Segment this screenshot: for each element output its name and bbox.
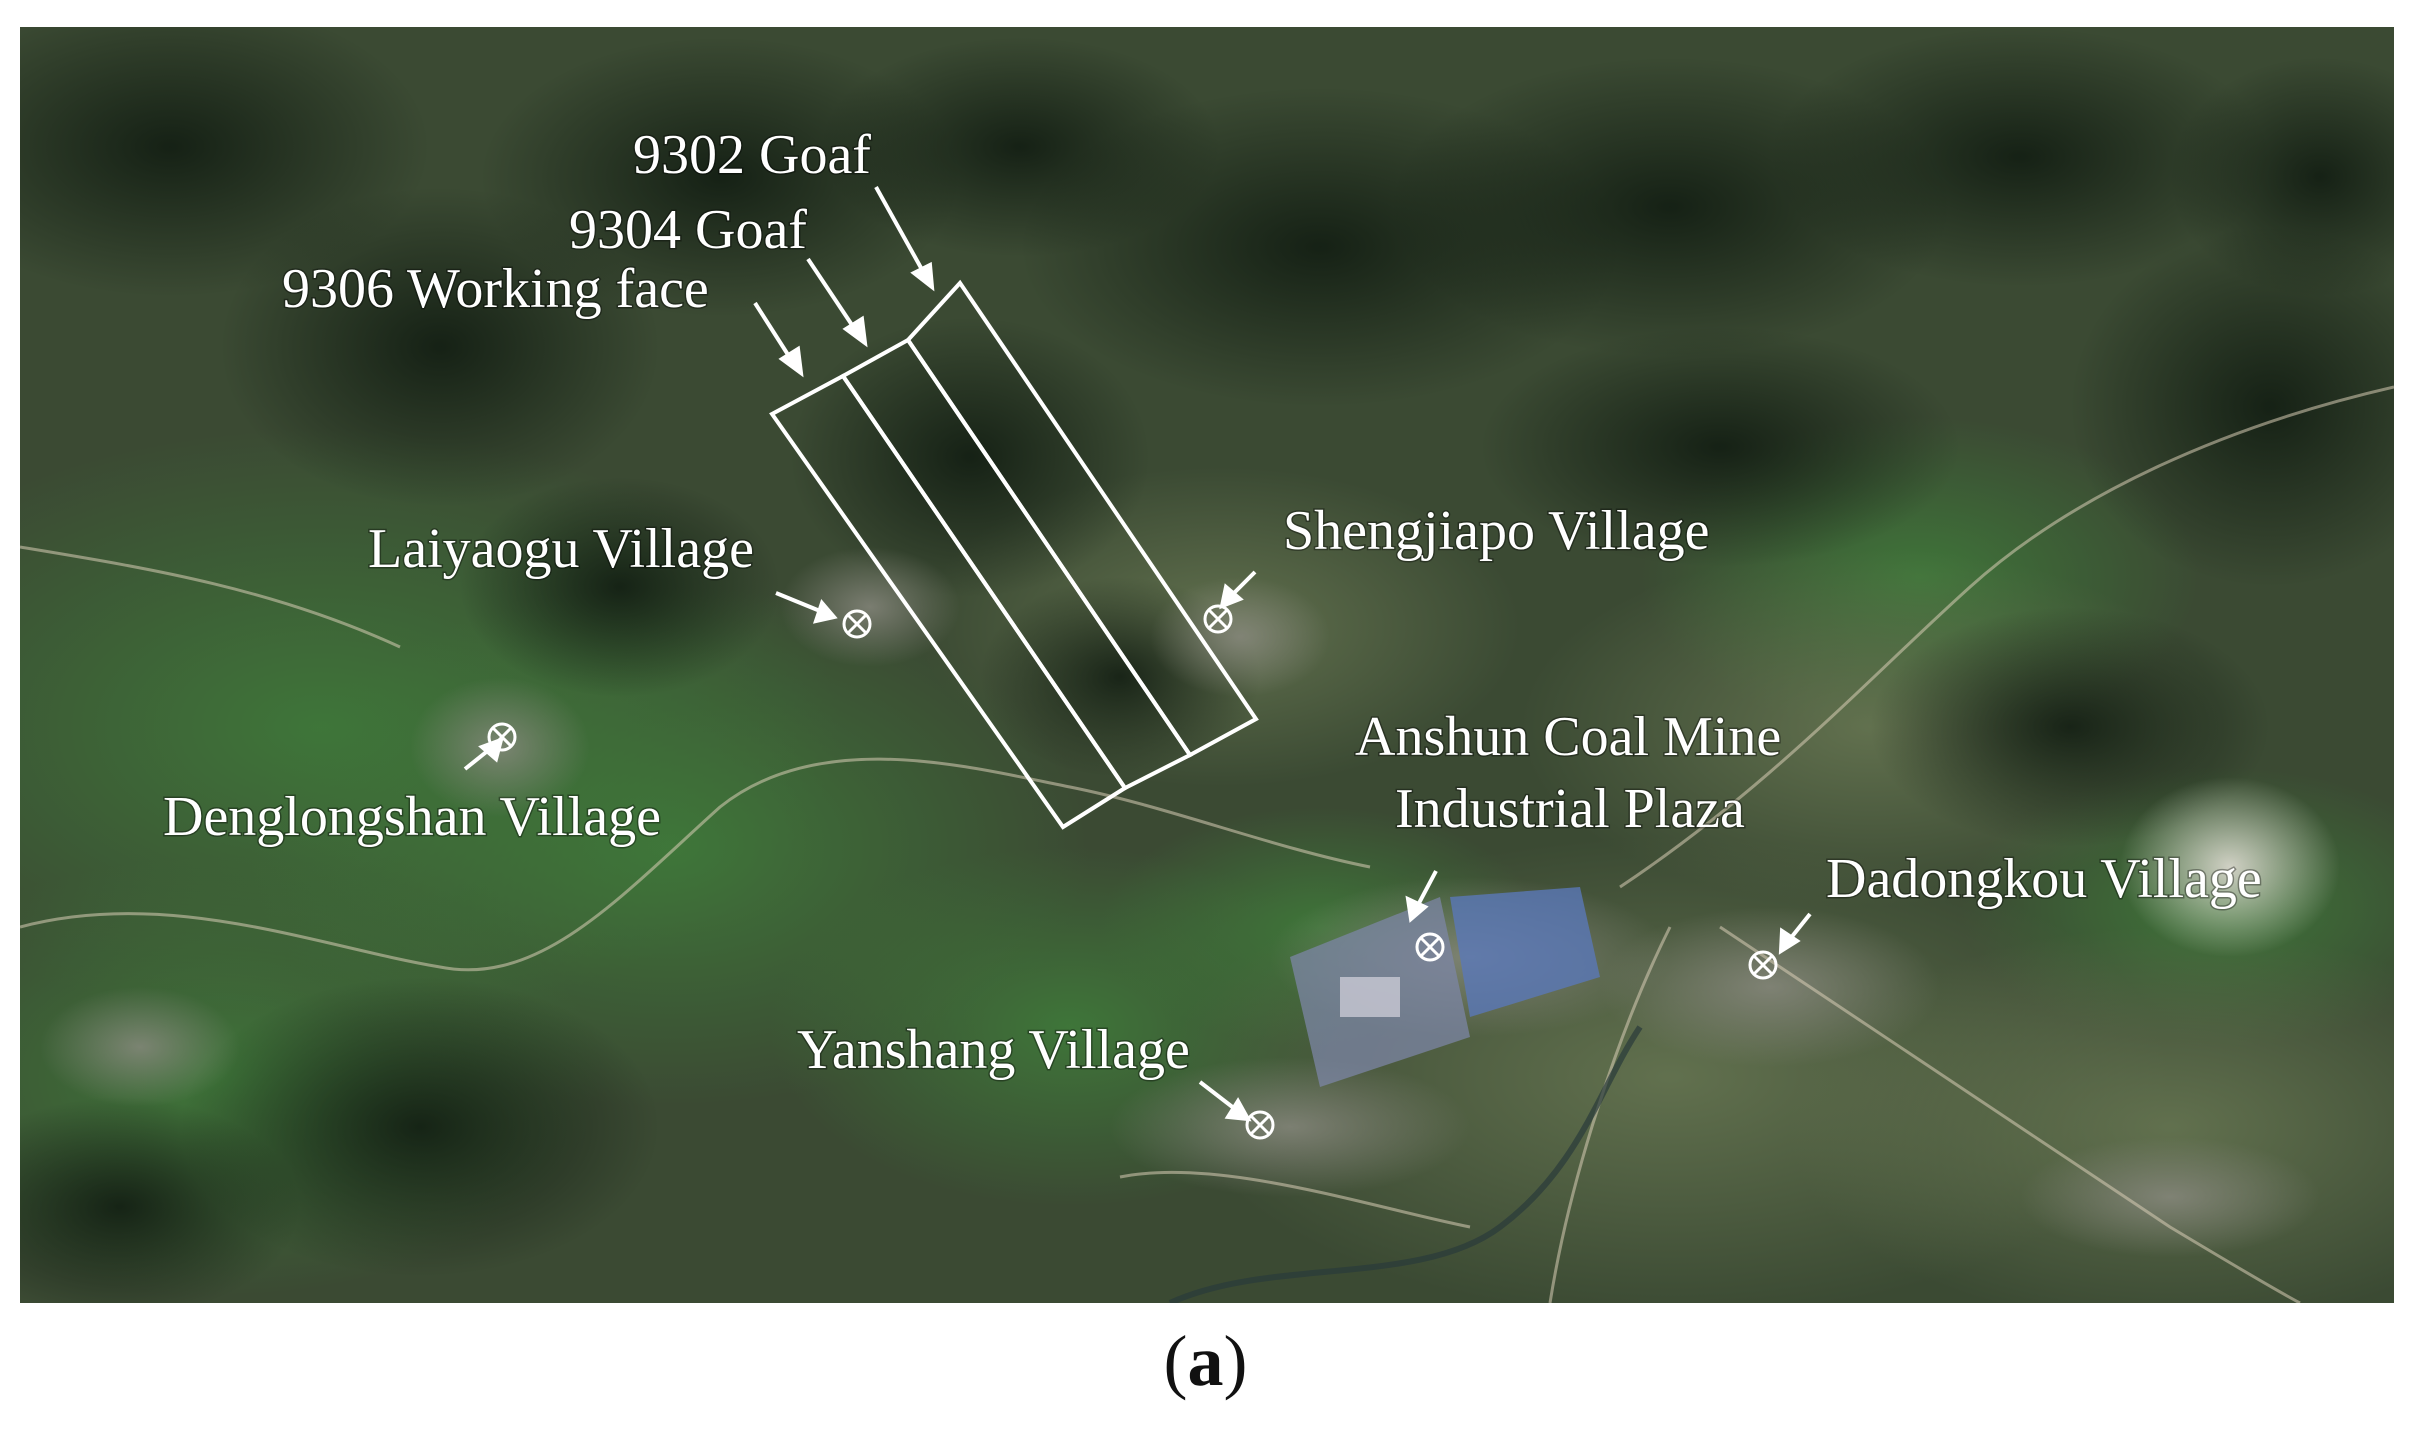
- label-9306-working-face: 9306 Working face: [282, 258, 709, 320]
- label-laiyaogu-village: Laiyaogu Village: [368, 518, 754, 580]
- marker-anshun: [1415, 932, 1445, 962]
- panel-outlines: [769, 279, 1259, 830]
- label-denglongshan-village: Denglongshan Village: [163, 786, 661, 848]
- river: [1168, 1025, 1643, 1303]
- label-9304-goaf: 9304 Goaf: [569, 199, 807, 261]
- label-anshun-line2: Industrial Plaza: [1395, 778, 1745, 840]
- roads: [20, 385, 2394, 1303]
- caption-open-paren: (: [1163, 1321, 1188, 1401]
- caption-close-paren: ): [1223, 1321, 1248, 1401]
- arrow-shengjiapo: [1219, 570, 1257, 610]
- map-labels: 9302 Goaf 9304 Goaf 9306 Working face La…: [162, 123, 2264, 1083]
- arrow-9304: [806, 257, 868, 348]
- label-dadongkou-village: Dadongkou Village: [1826, 848, 2262, 910]
- arrow-9302: [874, 186, 935, 292]
- industrial-plaza: [1290, 887, 1600, 1087]
- panel-9302-outline: [905, 279, 1259, 758]
- caption-letter: a: [1187, 1321, 1224, 1401]
- marker-laiyaogu: [842, 609, 872, 639]
- map-canvas: 9302 Goaf 9304 Goaf 9306 Working face La…: [20, 27, 2394, 1303]
- location-markers: [487, 604, 1778, 1140]
- arrow-9306: [753, 301, 804, 378]
- marker-yanshang: [1245, 1110, 1275, 1140]
- arrow-yanshang: [1198, 1080, 1252, 1122]
- arrow-laiyaogu: [775, 591, 838, 624]
- pointer-arrows: [463, 186, 1812, 1122]
- label-9302-goaf: 9302 Goaf: [633, 124, 871, 186]
- satellite-map: 9302 Goaf 9304 Goaf 9306 Working face La…: [20, 27, 2394, 1303]
- panel-caption: (a): [0, 1318, 2411, 1404]
- marker-shengjiapo: [1203, 604, 1233, 634]
- marker-dadongkou: [1748, 950, 1778, 980]
- marker-denglongshan: [487, 722, 517, 752]
- label-anshun-line1: Anshun Coal Mine: [1355, 706, 1781, 768]
- arrow-dadongkou: [1778, 912, 1812, 955]
- label-shengjiapo-village: Shengjiapo Village: [1283, 500, 1709, 562]
- arrow-anshun: [1405, 870, 1438, 923]
- label-yanshang-village: Yanshang Village: [797, 1019, 1190, 1081]
